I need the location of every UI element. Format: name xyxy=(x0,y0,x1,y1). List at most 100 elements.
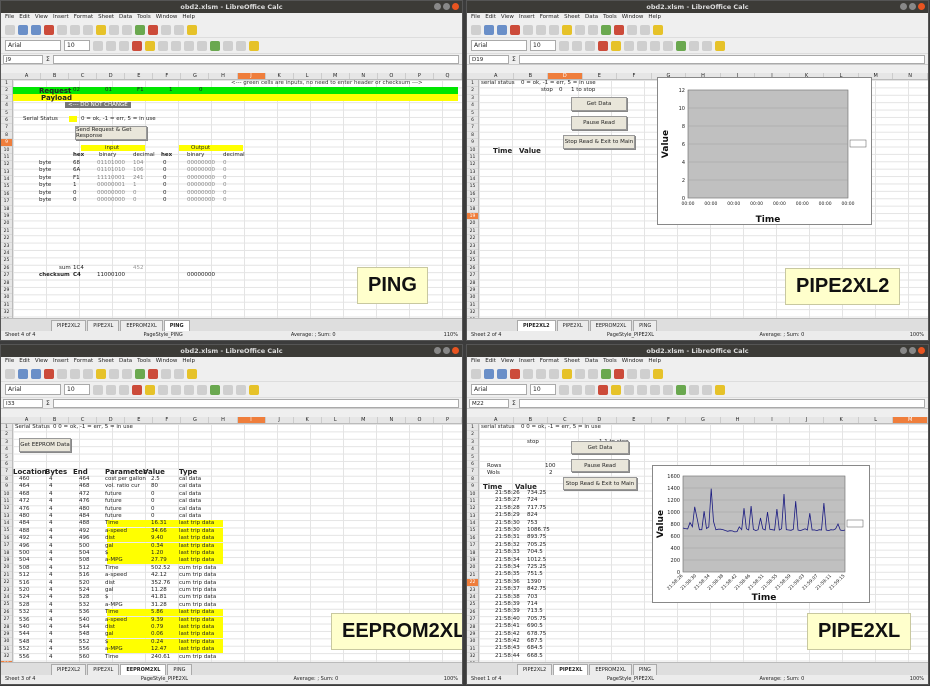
open-icon[interactable] xyxy=(18,368,28,379)
export-pdf-icon[interactable] xyxy=(510,24,520,35)
name-box[interactable]: D19 xyxy=(469,54,509,64)
function-wizard-icon[interactable]: Σ xyxy=(512,399,516,407)
font-name-select[interactable]: Arial xyxy=(471,384,527,395)
menu-help[interactable]: Help xyxy=(182,14,195,20)
align-left-icon[interactable] xyxy=(624,384,634,395)
pivot-icon[interactable] xyxy=(614,24,624,35)
request-byte-3[interactable]: F1 xyxy=(137,87,144,93)
wrap-icon[interactable] xyxy=(663,40,673,51)
menu-edit[interactable]: Edit xyxy=(19,14,30,20)
menu-window[interactable]: Window xyxy=(621,14,644,20)
menu-sheet[interactable]: Sheet xyxy=(98,14,115,20)
new-icon[interactable] xyxy=(471,368,481,379)
undo-icon[interactable] xyxy=(109,24,119,35)
tab-eeprom2xl[interactable]: EEPROM2XL xyxy=(589,320,633,331)
tab-ping[interactable]: PING xyxy=(167,664,192,675)
cut-icon[interactable] xyxy=(70,368,80,379)
borders-icon[interactable] xyxy=(236,40,246,51)
pause-read-button[interactable]: Pause Read xyxy=(571,116,627,130)
bg-color-icon[interactable] xyxy=(715,40,725,51)
wrap-icon[interactable] xyxy=(197,384,207,395)
align-left-icon[interactable] xyxy=(158,384,168,395)
font-size-select[interactable]: 10 xyxy=(64,384,90,395)
menu-help[interactable]: Help xyxy=(182,358,195,364)
menu-insert[interactable]: Insert xyxy=(52,358,69,364)
menu-tools[interactable]: Tools xyxy=(603,14,617,20)
formula-input[interactable] xyxy=(518,398,925,408)
menu-file[interactable]: File xyxy=(5,14,15,20)
comment-icon[interactable] xyxy=(187,24,197,35)
pivot-icon[interactable] xyxy=(614,368,624,379)
get-eeprom-button[interactable]: Get EEPROM Data xyxy=(19,438,71,452)
export-pdf-icon[interactable] xyxy=(44,24,54,35)
print-icon[interactable] xyxy=(57,24,67,35)
currency-icon[interactable] xyxy=(676,384,686,395)
save-icon[interactable] xyxy=(31,24,41,35)
request-byte-4[interactable]: 1 xyxy=(169,87,173,93)
wols-value[interactable]: 2 xyxy=(549,470,553,476)
italic-icon[interactable] xyxy=(106,40,116,51)
tab-pipe2xl[interactable]: PIPE2XL xyxy=(553,664,589,675)
name-box[interactable]: J9 xyxy=(3,54,43,64)
font-color-icon[interactable] xyxy=(598,40,608,51)
font-size-select[interactable]: 10 xyxy=(64,40,90,51)
find-icon[interactable] xyxy=(588,24,598,35)
tab-pipe2xl[interactable]: PIPE2XL xyxy=(87,320,120,331)
maximize-button[interactable] xyxy=(443,347,450,354)
italic-icon[interactable] xyxy=(106,384,116,395)
tab-pipe2xl2[interactable]: PIPE2XL2 xyxy=(51,664,87,675)
currency-icon[interactable] xyxy=(210,40,220,51)
menu-file[interactable]: File xyxy=(5,358,15,364)
pause-read-button[interactable]: Pause Read xyxy=(571,459,629,472)
menu-sheet[interactable]: Sheet xyxy=(98,358,115,364)
bold-icon[interactable] xyxy=(559,40,569,51)
print-icon[interactable] xyxy=(57,368,67,379)
undo-icon[interactable] xyxy=(575,24,585,35)
menu-view[interactable]: View xyxy=(34,358,48,364)
menu-insert[interactable]: Insert xyxy=(518,14,535,20)
borders-icon[interactable] xyxy=(702,40,712,51)
save-icon[interactable] xyxy=(31,368,41,379)
chart-icon[interactable] xyxy=(601,24,611,35)
menu-tools[interactable]: Tools xyxy=(137,358,151,364)
menu-format[interactable]: Format xyxy=(73,358,94,364)
align-center-icon[interactable] xyxy=(637,40,647,51)
font-color-icon[interactable] xyxy=(132,40,142,51)
function-wizard-icon[interactable]: Σ xyxy=(512,55,516,63)
currency-icon[interactable] xyxy=(210,384,220,395)
bold-icon[interactable] xyxy=(559,384,569,395)
find-icon[interactable] xyxy=(122,24,132,35)
menu-window[interactable]: Window xyxy=(155,358,178,364)
minimize-button[interactable] xyxy=(900,3,907,10)
send-request-button[interactable]: Send Request & Get Response xyxy=(75,126,147,140)
hyperlink-icon[interactable] xyxy=(640,368,650,379)
percent-icon[interactable] xyxy=(689,384,699,395)
special-char-icon[interactable] xyxy=(627,368,637,379)
comment-icon[interactable] xyxy=(653,24,663,35)
wrap-icon[interactable] xyxy=(197,40,207,51)
tab-ping[interactable]: PING xyxy=(163,320,190,331)
underline-icon[interactable] xyxy=(119,40,129,51)
request-byte-1[interactable]: 02 xyxy=(73,87,80,93)
italic-icon[interactable] xyxy=(572,40,582,51)
cut-icon[interactable] xyxy=(536,24,546,35)
formula-input[interactable] xyxy=(52,54,459,64)
borders-icon[interactable] xyxy=(236,384,246,395)
maximize-button[interactable] xyxy=(909,3,916,10)
close-button[interactable] xyxy=(918,3,925,10)
align-right-icon[interactable] xyxy=(650,40,660,51)
tab-pipe2xl[interactable]: PIPE2XL xyxy=(87,664,120,675)
align-left-icon[interactable] xyxy=(624,40,634,51)
zoom-level[interactable]: 110% xyxy=(443,332,458,338)
underline-icon[interactable] xyxy=(585,40,595,51)
export-pdf-icon[interactable] xyxy=(510,368,520,379)
hyperlink-icon[interactable] xyxy=(174,24,184,35)
align-center-icon[interactable] xyxy=(637,384,647,395)
align-center-icon[interactable] xyxy=(171,384,181,395)
menu-help[interactable]: Help xyxy=(648,14,661,20)
menu-view[interactable]: View xyxy=(500,14,514,20)
